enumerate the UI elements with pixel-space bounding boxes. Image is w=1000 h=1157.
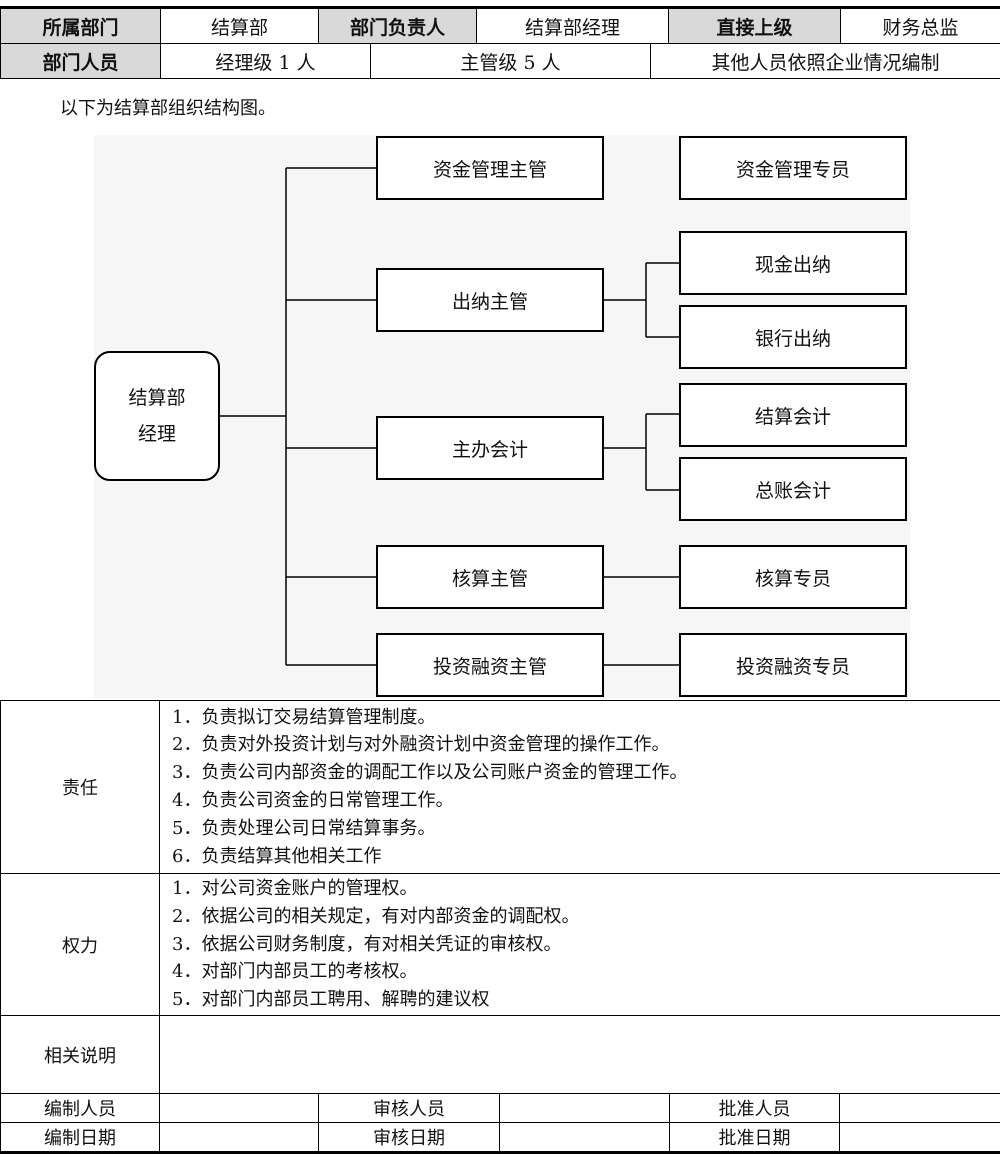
notes-row: 相关说明 <box>0 1015 1000 1094</box>
supervisor-level: 主管级 5 人 <box>370 43 651 79</box>
edit-date-label: 编制日期 <box>0 1122 160 1154</box>
header-table: 所属部门 结算部 部门负责人 结算部经理 直接上级 财务总监 <box>0 6 1000 44</box>
authority-item: 3．依据公司财务制度，有对相关凭证的审核权。 <box>172 933 562 955</box>
responsibilities-row: 责任 1．负责拟订交易结算管理制度。 2．负责对外投资计划与对外融资计划中资金管… <box>0 700 1000 874</box>
authority-list: 1．对公司资金账户的管理权。 2．依据公司的相关规定，有对内部资金的调配权。 3… <box>159 873 1000 1016</box>
authority-item: 5．对部门内部员工聘用、解聘的建议权 <box>172 989 490 1011</box>
org-chart-connectors <box>220 167 679 666</box>
reviewer-label: 审核人员 <box>318 1093 500 1123</box>
authority-item: 2．依据公司的相关规定，有对内部资金的调配权。 <box>172 905 580 927</box>
approve-date-label: 批准日期 <box>669 1122 840 1154</box>
org-chart-caption: 以下为结算部组织结构图。 <box>60 98 276 119</box>
approve-date-value[interactable] <box>839 1122 1000 1154</box>
signoff-row-2: 编制日期 审核日期 批准日期 <box>0 1122 1000 1154</box>
staff-label: 部门人员 <box>0 43 161 79</box>
org-sup-fund-mgmt: 资金管理主管 <box>376 136 604 200</box>
header-row-2: 部门人员 经理级 1 人 主管级 5 人 其他人员依照企业情况编制 <box>0 43 1000 79</box>
manager-level: 经理级 1 人 <box>160 43 371 79</box>
authority-item: 1．对公司资金账户的管理权。 <box>172 878 418 899</box>
header-table-row2: 部门人员 经理级 1 人 主管级 5 人 其他人员依照企业情况编制 <box>0 43 1000 79</box>
duties-table: 责任 1．负责拟订交易结算管理制度。 2．负责对外投资计划与对外融资计划中资金管… <box>0 700 1000 1094</box>
org-staff-cash-cashier: 现金出纳 <box>679 231 907 295</box>
superior-label: 直接上级 <box>668 6 841 44</box>
responsibility-item: 6．负责结算其他相关工作 <box>172 845 382 867</box>
edit-date-value[interactable] <box>159 1122 319 1154</box>
responsibilities-label: 责任 <box>0 700 160 874</box>
org-sup-chief-accountant: 主办会计 <box>376 416 604 480</box>
review-date-value[interactable] <box>499 1122 670 1154</box>
responsibility-item: 4．负责公司资金的日常管理工作。 <box>172 790 454 811</box>
org-staff-ledger-accountant: 总账会计 <box>679 457 907 521</box>
signoff-row-1: 编制人员 审核人员 批准人员 <box>0 1093 1000 1123</box>
org-root-line1: 结算部 <box>128 387 186 409</box>
org-staff-investment: 投资融资专员 <box>679 633 907 697</box>
dept-label: 所属部门 <box>0 6 161 44</box>
signoff-table: 编制人员 审核人员 批准人员 编制日期 审核日期 批准日期 <box>0 1093 1000 1154</box>
org-staff-fund-mgmt: 资金管理专员 <box>679 136 907 200</box>
org-root-manager: 结算部 经理 <box>94 351 220 481</box>
org-staff-settlement-accountant: 结算会计 <box>679 383 907 447</box>
head-label: 部门负责人 <box>318 6 477 44</box>
responsibility-item: 1．负责拟订交易结算管理制度。 <box>172 706 436 728</box>
approver-value[interactable] <box>839 1093 1000 1123</box>
notes-label: 相关说明 <box>0 1015 160 1094</box>
org-chart: 结算部 经理 资金管理主管 出纳主管 主办会计 核算主管 投资融资主管 资金管理… <box>94 135 910 698</box>
org-sup-accounting: 核算主管 <box>376 545 604 609</box>
org-staff-bank-cashier: 银行出纳 <box>679 305 907 369</box>
authority-item: 4．对部门内部员工的考核权。 <box>172 961 418 983</box>
org-sup-cashier: 出纳主管 <box>376 268 604 332</box>
head-value: 结算部经理 <box>476 6 669 44</box>
responsibilities-list: 1．负责拟订交易结算管理制度。 2．负责对外投资计划与对外融资计划中资金管理的操… <box>159 700 1000 874</box>
notes-value <box>159 1015 1000 1094</box>
authority-label: 权力 <box>0 873 160 1016</box>
editor-value[interactable] <box>159 1093 319 1123</box>
review-date-label: 审核日期 <box>318 1122 500 1154</box>
header-row-1: 所属部门 结算部 部门负责人 结算部经理 直接上级 财务总监 <box>0 6 1000 44</box>
org-sup-investment: 投资融资主管 <box>376 633 604 697</box>
org-root-line2: 经理 <box>137 423 176 445</box>
org-staff-accounting: 核算专员 <box>679 545 907 609</box>
approver-label: 批准人员 <box>669 1093 840 1123</box>
reviewer-value[interactable] <box>499 1093 670 1123</box>
responsibility-item: 3．负责公司内部资金的调配工作以及公司账户资金的管理工作。 <box>172 762 688 784</box>
responsibility-item: 2．负责对外投资计划与对外融资计划中资金管理的操作工作。 <box>172 734 670 756</box>
responsibility-item: 5．负责处理公司日常结算事务。 <box>172 817 436 839</box>
other-staff-note: 其他人员依照企业情况编制 <box>650 43 1000 79</box>
editor-label: 编制人员 <box>0 1093 160 1123</box>
authority-row: 权力 1．对公司资金账户的管理权。 2．依据公司的相关规定，有对内部资金的调配权… <box>0 873 1000 1016</box>
superior-value: 财务总监 <box>840 6 1000 44</box>
dept-value: 结算部 <box>160 6 319 44</box>
